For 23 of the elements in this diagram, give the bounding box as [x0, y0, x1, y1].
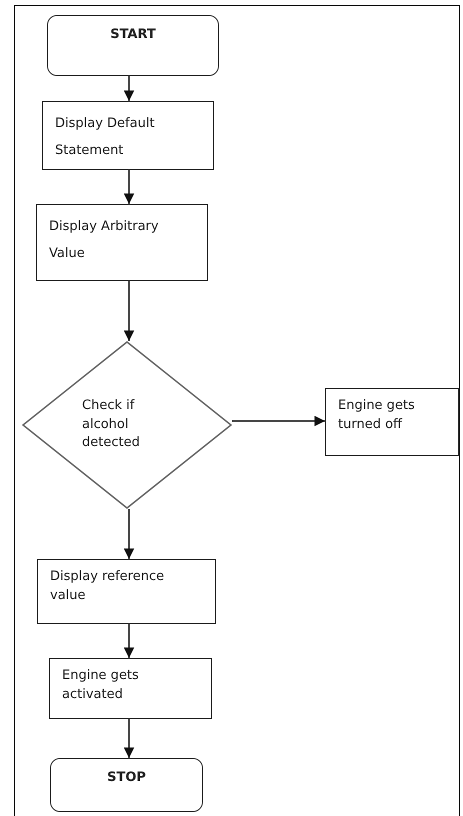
process-text: Engine gets activated [62, 667, 140, 704]
arrow [124, 281, 134, 341]
process-box [36, 204, 208, 281]
decision-diamond [22, 341, 232, 509]
arrow [124, 509, 134, 559]
terminal-label: START [110, 26, 156, 44]
process-box [37, 559, 216, 624]
arrow [124, 76, 134, 101]
terminal-box [50, 758, 203, 812]
decision-text: Check if alcohol detected [82, 396, 141, 452]
process-text: Engine gets turned off [338, 397, 416, 434]
process-box [42, 101, 214, 170]
process-text: Display Default Statement [55, 115, 156, 160]
process-text: Display reference value [50, 568, 166, 605]
arrow [124, 624, 134, 658]
terminal-box [47, 15, 219, 76]
arrow [124, 170, 134, 204]
process-box [325, 388, 459, 456]
arrow [232, 416, 325, 426]
terminal-label: STOP [107, 769, 146, 787]
arrow [124, 719, 134, 758]
process-box [49, 658, 212, 719]
process-text: Display Arbitrary Value [49, 218, 160, 264]
